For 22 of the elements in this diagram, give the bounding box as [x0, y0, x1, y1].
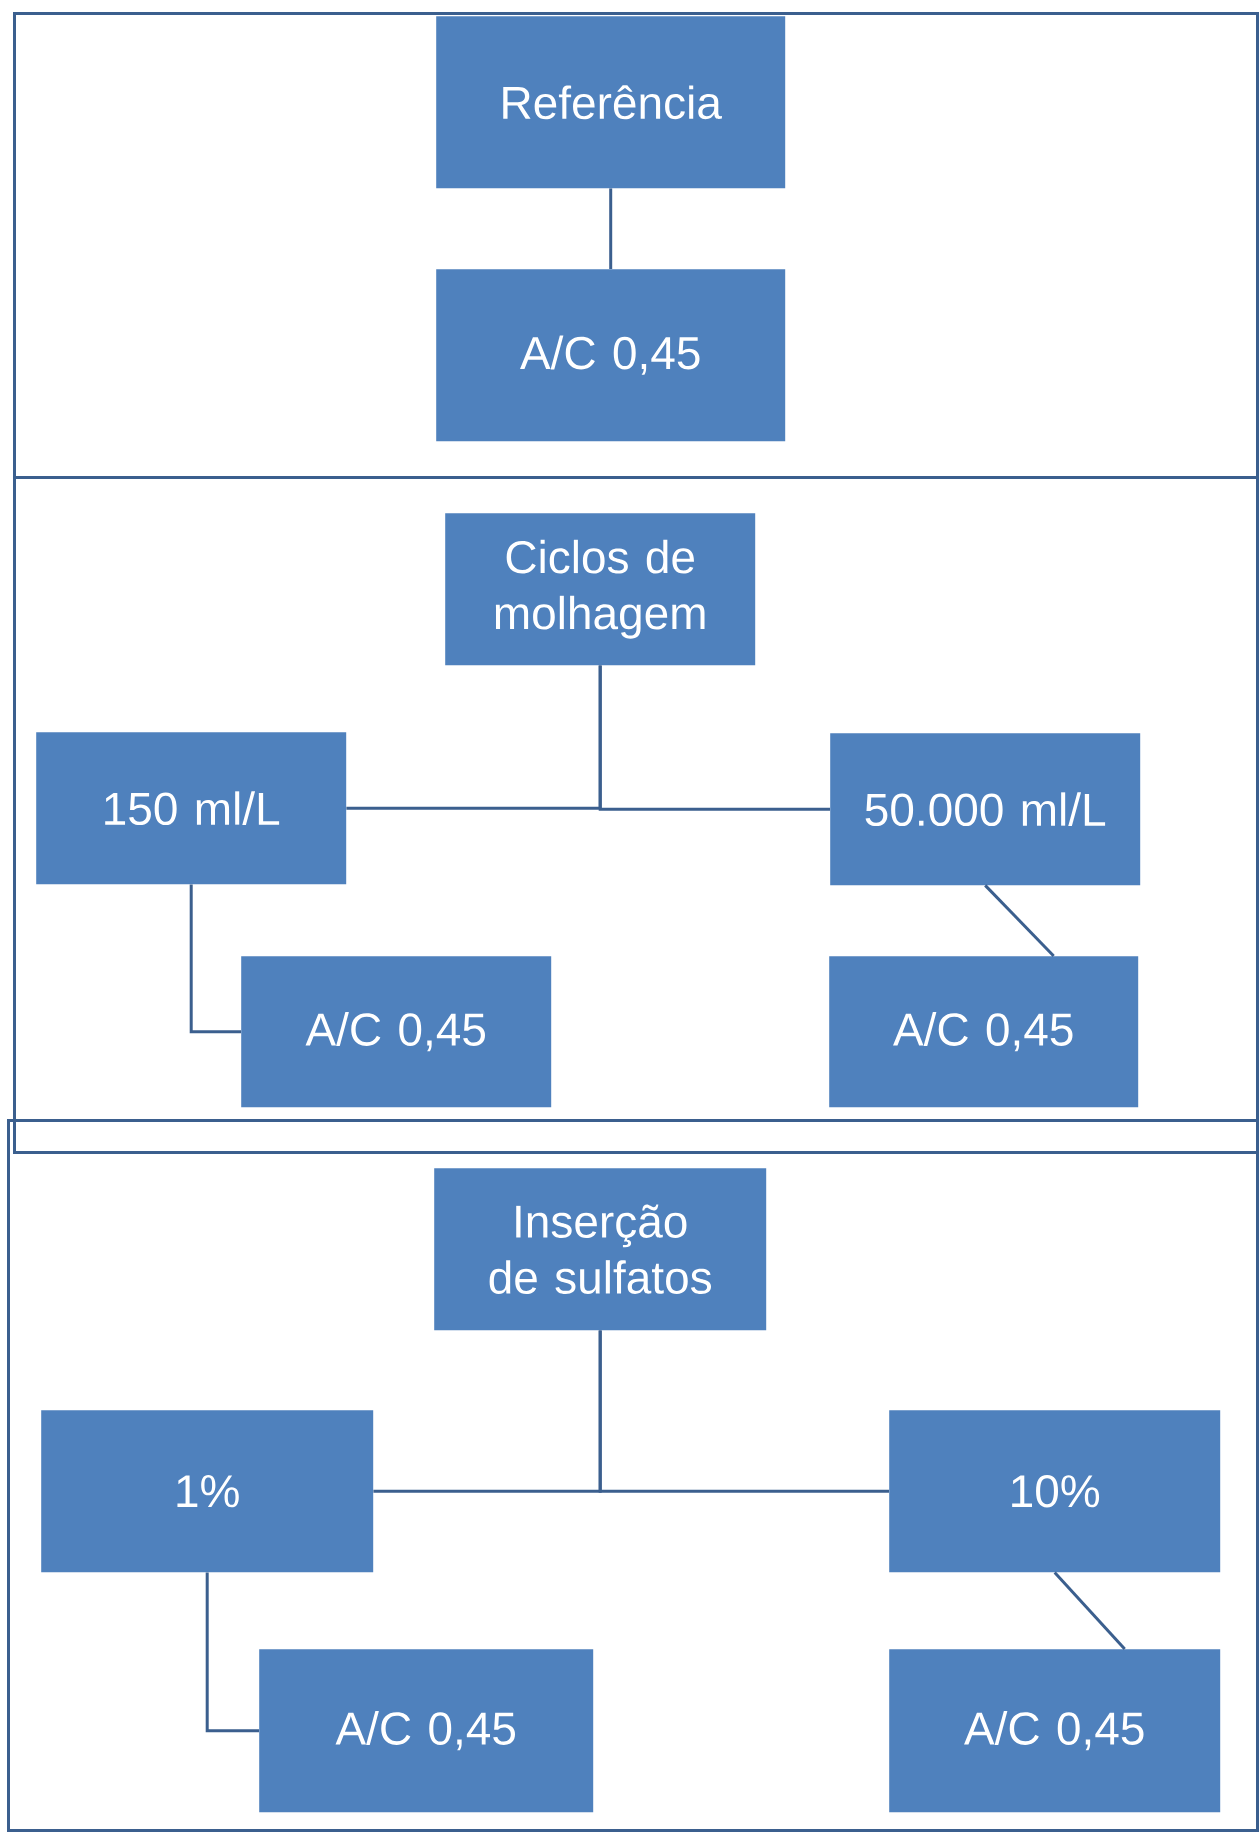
process-box: A/C 0,45: [436, 269, 786, 442]
connector-line: [205, 1572, 259, 1733]
process-box: Referência: [436, 16, 786, 189]
process-box: Ciclos de molhagem: [445, 513, 756, 666]
process-box: A/C 0,45: [241, 956, 552, 1108]
connector-line: [598, 1330, 889, 1493]
process-box: 10%: [889, 1410, 1221, 1573]
section-panel: [7, 1119, 1259, 1832]
section-panel: [13, 476, 1259, 1154]
process-box: A/C 0,45: [829, 956, 1139, 1108]
connector-line: [1053, 1571, 1126, 1651]
process-box: A/C 0,45: [259, 1649, 594, 1813]
connector-line: [609, 188, 613, 269]
connector-line: [189, 884, 241, 1034]
connector-line: [984, 884, 1055, 958]
section-panel: [13, 12, 1259, 479]
process-box: 150 ml/L: [36, 732, 347, 885]
connector-line: [598, 665, 830, 811]
process-box: 1%: [41, 1410, 374, 1573]
process-box: Inserção de sulfatos: [434, 1168, 767, 1331]
process-box: A/C 0,45: [889, 1649, 1221, 1813]
process-box: 50.000 ml/L: [830, 733, 1141, 886]
